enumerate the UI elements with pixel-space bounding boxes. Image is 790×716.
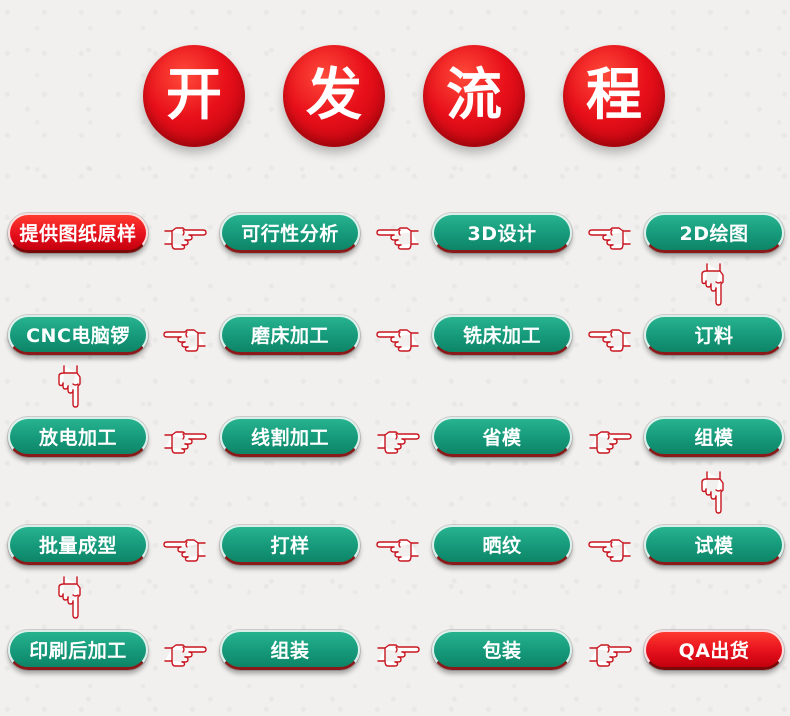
- step-mold-assembly: 组模: [644, 417, 784, 457]
- pointing-hand-icon: [163, 322, 207, 352]
- title-char-circle: 流: [423, 45, 525, 147]
- pointing-hand-icon: [588, 532, 632, 562]
- step-cnc-milling: CNC电脑锣: [8, 315, 148, 355]
- pointing-hand-icon: [588, 637, 632, 667]
- pointing-hand-icon: [376, 220, 420, 250]
- step-mass-production: 批量成型: [8, 525, 148, 565]
- step-print-post-processing: 印刷后加工: [8, 630, 148, 670]
- title-char-circle: 开: [143, 45, 245, 147]
- page-title: 开 发 流 程: [0, 0, 790, 190]
- title-char: 开: [166, 63, 222, 128]
- title-char: 流: [446, 63, 502, 128]
- pointing-hand-icon: [588, 220, 632, 250]
- pointing-hand-icon: [58, 364, 88, 408]
- title-char-circle: 程: [563, 45, 665, 147]
- step-polishing: 省模: [432, 417, 572, 457]
- step-feasibility-analysis: 可行性分析: [220, 213, 360, 253]
- step-3d-design: 3D设计: [432, 213, 572, 253]
- title-char: 发: [306, 63, 362, 128]
- pointing-hand-icon: [588, 424, 632, 454]
- step-assembly: 组装: [220, 630, 360, 670]
- pointing-hand-icon: [163, 220, 207, 250]
- pointing-hand-icon: [376, 532, 420, 562]
- step-wire-cutting: 线割加工: [220, 417, 360, 457]
- step-material-order: 订料: [644, 315, 784, 355]
- pointing-hand-icon: [163, 532, 207, 562]
- step-sampling: 打样: [220, 525, 360, 565]
- pointing-hand-icon: [376, 637, 420, 667]
- pointing-hand-icon: [58, 575, 88, 619]
- step-texturing: 晒纹: [432, 525, 572, 565]
- step-grinding: 磨床加工: [220, 315, 360, 355]
- step-mold-trial: 试模: [644, 525, 784, 565]
- step-2d-drawing: 2D绘图: [644, 213, 784, 253]
- pointing-hand-icon: [701, 262, 731, 306]
- step-packaging: 包装: [432, 630, 572, 670]
- step-provide-drawings: 提供图纸原样: [8, 213, 148, 253]
- title-char: 程: [586, 63, 642, 128]
- pointing-hand-icon: [588, 322, 632, 352]
- step-qa-shipping: QA出货: [644, 630, 784, 670]
- pointing-hand-icon: [163, 637, 207, 667]
- step-milling-machine: 铣床加工: [432, 315, 572, 355]
- pointing-hand-icon: [376, 322, 420, 352]
- pointing-hand-icon: [376, 424, 420, 454]
- step-edm: 放电加工: [8, 417, 148, 457]
- pointing-hand-icon: [701, 470, 731, 514]
- title-char-circle: 发: [283, 45, 385, 147]
- pointing-hand-icon: [163, 424, 207, 454]
